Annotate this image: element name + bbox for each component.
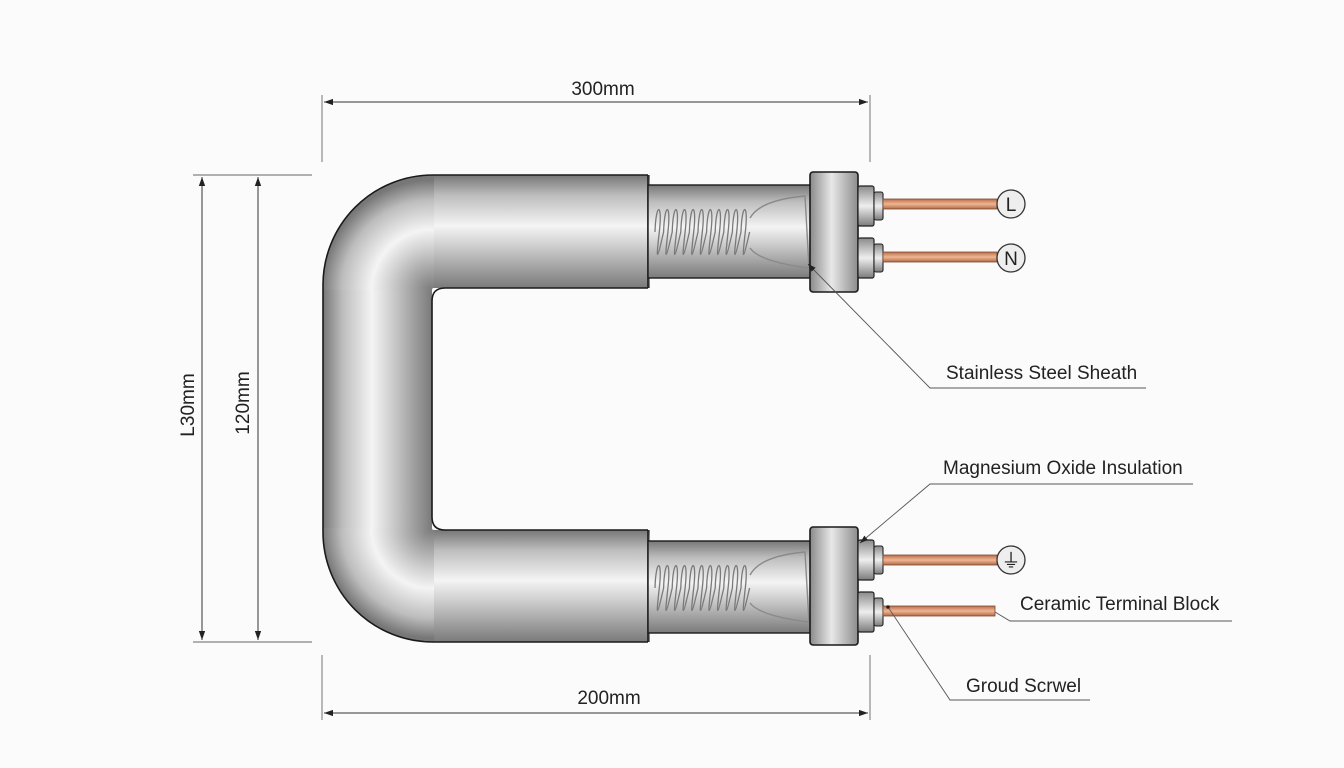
bottom-leg (430, 530, 650, 642)
top-nut-1 (857, 185, 884, 227)
callout-insulation: Magnesium Oxide Insulation (859, 458, 1193, 544)
terminal-line: L (996, 189, 1026, 219)
top-heating-coil (654, 209, 751, 256)
terminal-neutral-label: N (1004, 249, 1018, 270)
callout-insulation-label: Magnesium Oxide Insulation (943, 458, 1183, 479)
top-terminal-block (809, 171, 859, 293)
bottom-cutaway (647, 540, 813, 634)
coil-winding (654, 209, 751, 256)
coil-winding (654, 565, 751, 612)
callout-terminal-block-label: Ceramic Terminal Block (1020, 594, 1220, 615)
terminal-line-label: L (1006, 195, 1017, 216)
callout-terminal-block: Ceramic Terminal Block (994, 594, 1232, 622)
bottom-terminal-block (809, 526, 859, 646)
wire-lower (882, 605, 996, 617)
callout-sheath: Stainless Steel Sheath (807, 263, 1146, 389)
dimension-bottom: 200mm (321, 655, 871, 720)
wire-neutral (882, 251, 998, 263)
callout-ground-screw-label: Groud Scrwel (966, 676, 1081, 697)
callout-ground-screw: Groud Scrwel (886, 605, 1090, 701)
top-cutaway (647, 184, 813, 279)
bottom-heating-coil (654, 565, 751, 612)
top-nut-2 (857, 237, 884, 279)
wire-ground (882, 554, 998, 566)
terminal-ground: ⏚ (996, 545, 1026, 575)
terminal-neutral: N (996, 243, 1026, 273)
dimension-bottom-label: 200mm (577, 688, 640, 709)
dimension-left-inner-label: 120mm (233, 371, 254, 434)
bottom-bend-fill (323, 528, 434, 642)
dimension-left: L30mm 120mm (178, 174, 312, 643)
top-bend-fill (323, 175, 434, 290)
top-leg (430, 175, 650, 288)
tube-outline (322, 174, 649, 643)
bottom-nut-2 (857, 591, 884, 633)
u-tube (322, 174, 650, 643)
vertical-section (323, 288, 432, 530)
dimension-left-outer-label: L30mm (178, 373, 199, 436)
bottom-nut-1 (857, 539, 884, 581)
dimension-top-label: 300mm (571, 79, 634, 100)
wire-line (882, 198, 998, 210)
dimension-top: 300mm (321, 79, 871, 162)
bottom-insulation-cone (749, 551, 810, 623)
callout-sheath-label: Stainless Steel Sheath (946, 363, 1137, 384)
ground-icon: ⏚ (1001, 551, 1020, 572)
